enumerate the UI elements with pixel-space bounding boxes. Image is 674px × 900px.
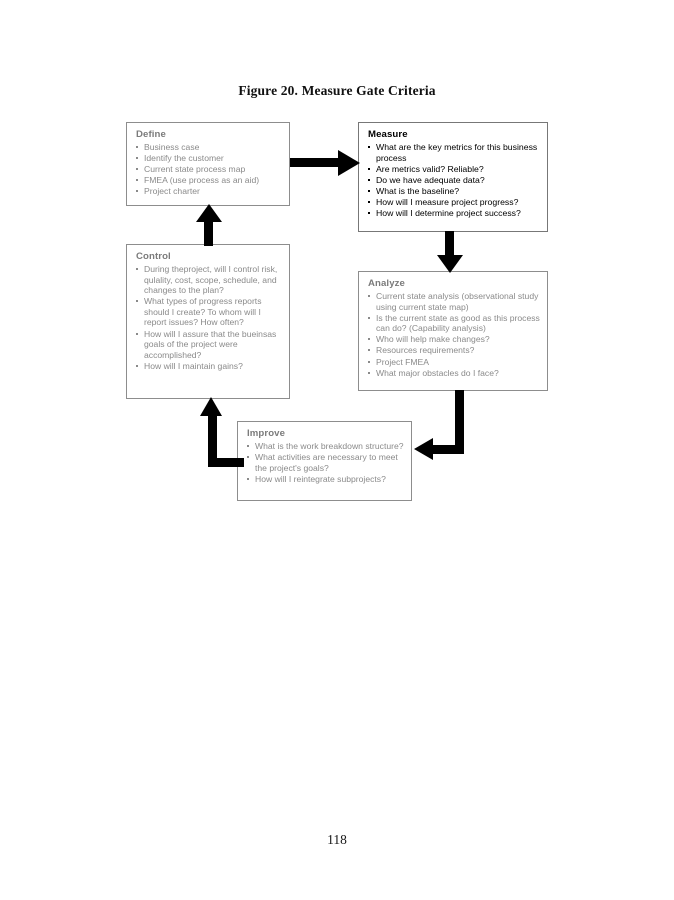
list-item: Current state analysis (observational st…: [367, 291, 540, 312]
arrow-head: [414, 438, 433, 460]
arrow-shaft-horizontal: [208, 458, 244, 467]
node-title-define: Define: [136, 129, 166, 140]
list-item: What is the baseline?: [367, 186, 540, 197]
arrow-shaft: [290, 158, 342, 167]
arrow-shaft-horizontal: [432, 445, 459, 454]
flowchart-node-measure[interactable]: Measure What are the key metrics for thi…: [358, 122, 548, 232]
list-item: Project charter: [135, 186, 282, 197]
list-item: What is the work breakdown structure?: [246, 441, 404, 452]
arrow-head: [196, 204, 222, 222]
flowchart-node-control[interactable]: Control During theproject, will I contro…: [126, 244, 290, 399]
list-item: Resources requirements?: [367, 345, 540, 356]
flowchart-node-improve[interactable]: Improve What is the work breakdown struc…: [237, 421, 412, 501]
arrow-down-icon: [437, 231, 463, 273]
node-list-improve: What is the work breakdown structure? Wh…: [246, 441, 404, 484]
node-list-analyze: Current state analysis (observational st…: [367, 291, 540, 378]
list-item: What major obstacles do I face?: [367, 368, 540, 379]
list-item: How will I reintegrate subprojects?: [246, 474, 404, 485]
node-list-define: Business case Identify the customer Curr…: [135, 142, 282, 197]
page-number: 118: [327, 832, 347, 847]
flowchart-node-define[interactable]: Define Business case Identify the custom…: [126, 122, 290, 206]
node-list-control: During theproject, will I control risk, …: [135, 264, 282, 371]
list-item: What are the key metrics for this busine…: [367, 142, 540, 163]
list-item: How will I assure that the bueinsas goal…: [135, 329, 282, 361]
list-item: Current state process map: [135, 164, 282, 175]
arrow-shaft: [204, 218, 213, 246]
list-item: How will I measure project progress?: [367, 197, 540, 208]
figure-caption: Figure 20. Measure Gate Criteria: [238, 83, 436, 98]
arrow-shaft-vertical: [455, 390, 464, 454]
arrow-right-icon: [290, 150, 360, 176]
node-title-measure: Measure: [368, 129, 408, 140]
node-list-measure: What are the key metrics for this busine…: [367, 142, 540, 219]
arrow-shaft-vertical: [208, 409, 217, 467]
list-item: Are metrics valid? Reliable?: [367, 164, 540, 175]
node-title-analyze: Analyze: [368, 278, 405, 289]
list-item: Do we have adequate data?: [367, 175, 540, 186]
list-item: Identify the customer: [135, 153, 282, 164]
list-item: How will I determine project success?: [367, 208, 540, 219]
list-item: Is the current state as good as this pro…: [367, 313, 540, 334]
arrow-head: [200, 397, 222, 416]
arrow-shaft: [445, 231, 454, 258]
list-item: What types of progress reports should I …: [135, 296, 282, 328]
list-item: FMEA (use process as an aid): [135, 175, 282, 186]
list-item: How will I maintain gains?: [135, 361, 282, 372]
list-item: Project FMEA: [367, 357, 540, 368]
arrow-elbow-down-left-icon: [410, 390, 470, 468]
arrow-elbow-left-up-icon: [197, 397, 255, 473]
node-title-control: Control: [136, 251, 171, 262]
node-title-improve: Improve: [247, 428, 286, 439]
arrow-up-icon: [196, 204, 222, 246]
arrow-head: [338, 150, 360, 176]
arrow-head: [437, 255, 463, 273]
list-item: What activities are necessary to meet th…: [246, 452, 404, 473]
list-item: During theproject, will I control risk, …: [135, 264, 282, 296]
flowchart-node-analyze[interactable]: Analyze Current state analysis (observat…: [358, 271, 548, 391]
list-item: Business case: [135, 142, 282, 153]
list-item: Who will help make changes?: [367, 334, 540, 345]
